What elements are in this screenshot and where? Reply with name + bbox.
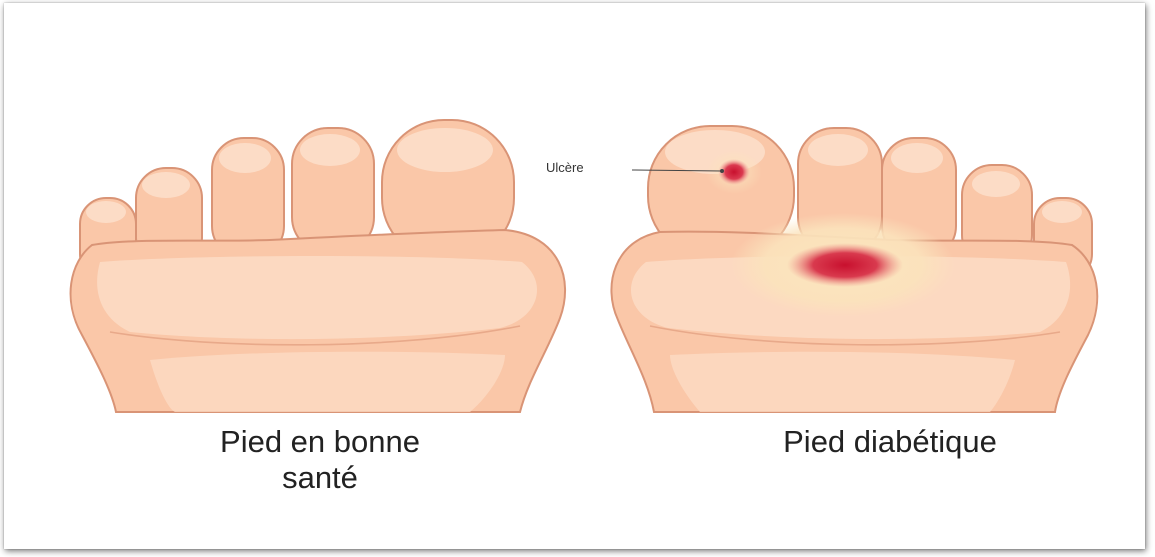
diabetic-foot-caption: Pied diabétique	[690, 424, 1090, 460]
healthy-foot-caption: Pied en bonne santé	[150, 424, 490, 496]
healthy-caption-line-1: Pied en bonne	[150, 424, 490, 460]
healthy-foot	[71, 120, 566, 412]
sole-ulcer	[787, 243, 903, 287]
diabetic-foot	[611, 126, 1097, 412]
healthy-caption-line-2: santé	[150, 460, 490, 496]
ulcer-label: Ulcère	[546, 160, 584, 175]
